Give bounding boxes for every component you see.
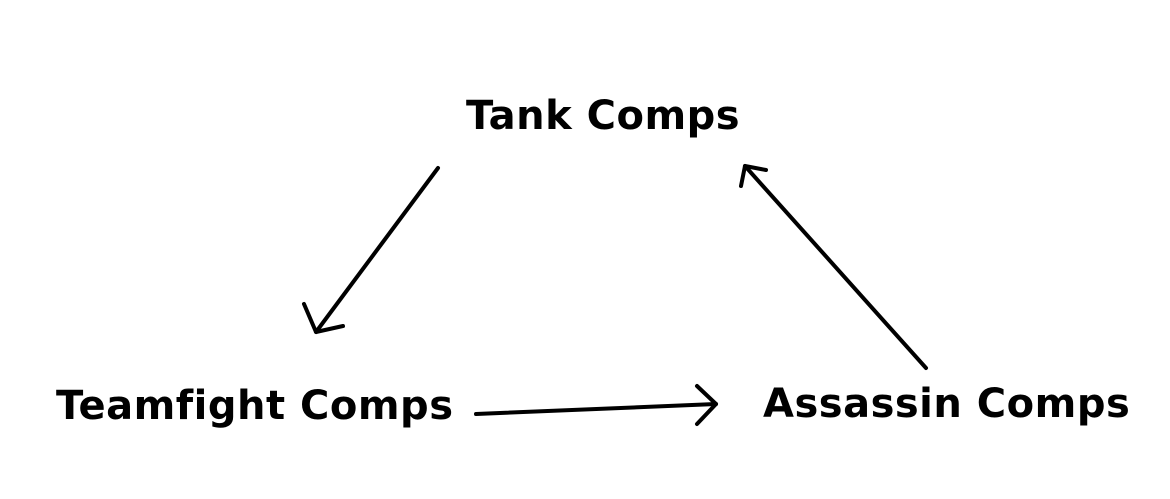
arrow-assassin-to-tank-head — [739, 164, 768, 188]
arrow-assassin-to-tank-shaft — [743, 164, 928, 370]
arrow-tank-to-teamfight — [302, 166, 440, 334]
node-assassin-comps: Assassin Comps — [763, 381, 1131, 427]
node-tank-comps: Tank Comps — [466, 93, 741, 139]
arrow-teamfight-to-assassin-shaft — [474, 402, 718, 416]
arrow-assassin-to-tank — [739, 164, 928, 370]
arrow-teamfight-to-assassin-head — [695, 384, 718, 426]
arrow-tank-to-teamfight-shaft — [314, 166, 440, 334]
arrow-tank-to-teamfight-head — [302, 302, 345, 334]
arrow-teamfight-to-assassin — [474, 384, 718, 426]
node-teamfight-comps: Teamfight Comps — [56, 383, 454, 429]
